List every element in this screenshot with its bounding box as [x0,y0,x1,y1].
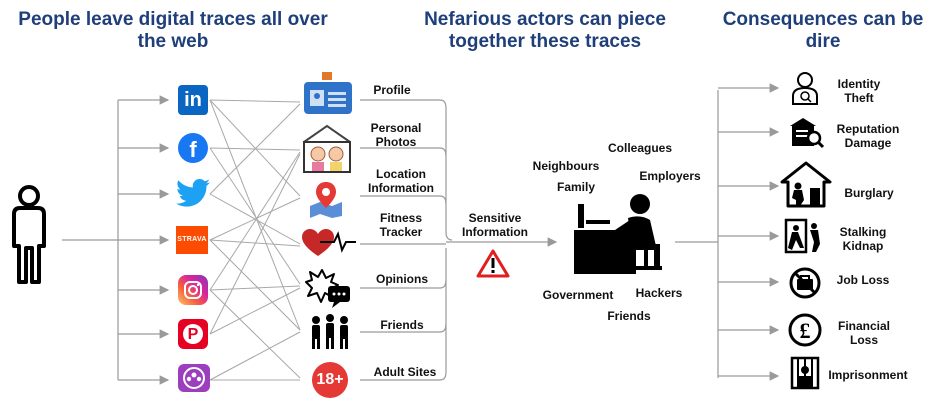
consequence-label-stalking-kidnap: Stalking Kidnap [839,225,887,253]
trace-label-opinions: Opinions [376,272,428,286]
heartbeat-icon [302,229,356,256]
heading-people-leave-traces: People leave digital traces all over the… [18,9,328,52]
sensitive-information-label: Sensitive Information [462,211,528,239]
consequence-label-identity-theft: Identity Theft [837,77,881,105]
adult-18-badge: 18+ [316,371,344,388]
consequence-arrows [718,83,780,381]
friends-group-icon [312,314,348,349]
trace-label-adult-sites: Adult Sites [373,365,437,379]
community-icon [178,364,210,392]
personal-photos-icon [303,124,351,173]
instagram-icon [178,275,208,305]
heading-nefarious-actors: Nefarious actors can piece together thes… [424,9,666,52]
actor-label-family: Family [556,180,595,194]
actor-label-neighbours: Neighbours [532,159,600,173]
trace-label-personal-photos: Personal Photos [370,121,422,149]
reputation-damage-icon [790,118,824,149]
trace-to-sensitive-lines [360,99,558,381]
profile-card-icon [304,72,352,114]
location-pin-icon [310,182,342,218]
burglary-icon [780,161,832,208]
actor-label-friends: Friends [607,309,651,323]
person-icon [12,185,46,284]
strava-icon: STRAVA [176,226,208,254]
strava-label: STRAVA [177,236,207,243]
pinterest-label: P [187,326,199,343]
linkedin-icon: in [178,85,208,115]
consequence-label-financial-loss: Financial Loss [837,319,890,347]
speech-burst-icon [305,269,350,308]
person-to-platform-arrows [118,95,170,385]
twitter-icon [176,178,210,207]
trace-label-location-information: Location Information [368,167,434,195]
actor-label-hackers: Hackers [635,286,683,300]
trace-label-profile: Profile [373,83,411,97]
trace-label-fitness-tracker: Fitness Tracker [379,211,423,239]
actor-label-colleagues: Colleagues [607,141,673,155]
consequence-label-job-loss: Job Loss [836,273,890,287]
adult-18-icon: 18+ [312,362,348,398]
pinterest-icon: P [178,319,208,349]
job-loss-icon [789,267,821,299]
trace-label-friends: Friends [380,318,424,332]
person-at-desk-icon [574,194,662,274]
imprisonment-icon [790,356,820,390]
actor-label-government: Government [542,288,614,302]
consequence-label-imprisonment: Imprisonment [828,368,908,382]
consequence-label-burglary: Burglary [844,186,894,200]
actor-label-employers: Employers [639,169,701,183]
platform-to-trace-lines [209,99,301,381]
facebook-label: f [189,137,197,162]
facebook-icon: f [178,133,208,163]
financial-loss-icon: £ [788,313,822,347]
warning-triangle-icon [476,249,510,278]
stalking-icon [784,218,820,254]
pound-symbol: £ [800,318,811,343]
consequence-label-reputation-damage: Reputation Damage [836,122,900,150]
heading-consequences: Consequences can be dire [722,9,924,52]
identity-theft-icon [792,72,818,105]
linkedin-label: in [184,89,202,111]
